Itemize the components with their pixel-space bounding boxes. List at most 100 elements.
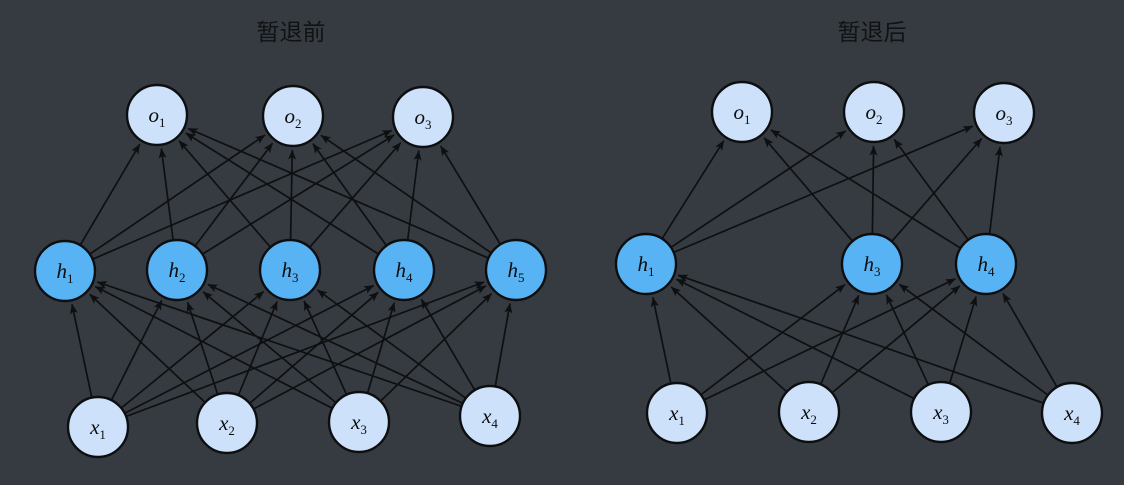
edge-before-x3-h5: [380, 292, 493, 402]
node-circle-before-h4: [372, 238, 436, 302]
edge-before-h1-o1: [79, 143, 141, 245]
edge-before-h3-o3: [309, 142, 402, 248]
edge-after-x3-h1: [675, 278, 914, 399]
edge-before-h3-o1: [178, 140, 271, 248]
node-circle-after-x2: [777, 380, 841, 444]
edge-after-x2-h1: [670, 286, 787, 392]
edge-after-x4-h1: [677, 274, 1043, 404]
edge-before-h1-o2: [90, 134, 266, 255]
panel-title-after-dropout: 暂退后: [837, 19, 907, 45]
node-circle-before-o2: [261, 84, 325, 148]
node-circle-before-x4: [458, 384, 522, 448]
node-circle-after-x4: [1040, 381, 1104, 445]
edge-before-h5-o1: [187, 127, 488, 259]
edge-after-h4-o1: [770, 129, 961, 249]
edge-before-x1-h1: [70, 303, 93, 397]
node-circle-after-h4: [954, 232, 1018, 296]
edge-before-x3-h4: [366, 302, 396, 393]
edge-before-x2-h2: [186, 301, 219, 394]
edge-after-x1-h3: [701, 283, 846, 395]
node-before-h3: h3: [258, 238, 322, 302]
node-before-o1: o1: [125, 83, 189, 147]
node-circle-before-x2: [195, 391, 259, 455]
edge-before-x3-h3: [303, 300, 347, 395]
edge-after-x2-h4: [832, 285, 961, 393]
node-before-h1: h1: [33, 239, 97, 303]
node-circle-before-o1: [125, 83, 189, 147]
edge-after-h1-o2: [671, 130, 847, 248]
edge-after-x3-h4: [949, 296, 978, 383]
node-before-x3: x3: [327, 390, 391, 454]
node-after-o2: o2: [842, 80, 906, 144]
node-after-x1: x1: [645, 381, 709, 445]
edge-before-x2-h4: [249, 291, 379, 404]
node-before-o2: o2: [261, 84, 325, 148]
node-after-x2: x2: [777, 380, 841, 444]
node-before-x4: x4: [458, 384, 522, 448]
node-circle-before-h2: [145, 238, 209, 302]
edge-after-h3-o2: [869, 145, 878, 234]
edge-before-x2-h3: [238, 300, 278, 395]
edge-after-x1-h1: [650, 296, 672, 383]
edge-before-x4-h2: [207, 283, 463, 404]
node-after-o3: o3: [972, 81, 1036, 145]
node-circle-before-o3: [391, 85, 455, 149]
node-circle-after-o1: [710, 80, 774, 144]
node-before-h4: h4: [372, 238, 436, 302]
node-before-h5: h5: [484, 238, 548, 302]
node-circle-after-x1: [645, 381, 709, 445]
node-before-h2: h2: [145, 238, 209, 302]
edge-before-h4-o2: [312, 143, 387, 246]
panel-before: o1 o2 o3 h1 h2 h3 h4 h5 x1 x2 x3 x4: [33, 83, 548, 459]
edge-before-h2-o1: [158, 148, 174, 240]
edge-after-x2-h3: [820, 294, 860, 384]
edge-before-h5-o3: [439, 145, 501, 244]
node-after-h4: h4: [954, 232, 1018, 296]
edge-before-x3-h2: [202, 291, 336, 403]
edge-after-x3-h3: [885, 294, 929, 385]
edge-after-h1-o3: [674, 125, 974, 253]
node-before-o3: o3: [391, 85, 455, 149]
node-after-h3: h3: [840, 232, 904, 296]
edge-before-h4-o1: [185, 132, 379, 255]
node-before-x1: x1: [66, 395, 130, 459]
node-after-x4: x4: [1040, 381, 1104, 445]
edge-before-h1-o3: [93, 129, 393, 260]
node-after-x3: x3: [909, 380, 973, 444]
node-circle-after-h3: [840, 232, 904, 296]
edge-after-x4-h4: [1002, 292, 1058, 387]
edge-after-x1-h4: [704, 278, 956, 401]
edge-before-h5-o2: [320, 134, 491, 254]
edge-before-x4-h1: [96, 281, 461, 407]
edge-after-h1-o1: [661, 140, 725, 239]
edge-before-x1-h3: [121, 290, 265, 409]
edge-before-x4-h5: [494, 303, 513, 386]
edge-before-x3-h1: [94, 285, 332, 409]
edge-before-x4-h4: [420, 298, 476, 390]
edge-before-x4-h3: [316, 289, 466, 399]
node-circle-before-h1: [33, 239, 97, 303]
node-circle-after-o3: [972, 81, 1036, 145]
node-circle-after-x3: [909, 380, 973, 444]
panel-after: o1 o2 o3 h1 h3 h4 x1 x2 x3 x4: [614, 80, 1104, 445]
node-circle-after-h1: [614, 232, 678, 296]
edge-after-h3-o1: [763, 137, 853, 241]
node-circle-before-x3: [327, 390, 391, 454]
node-circle-before-h5: [484, 238, 548, 302]
edge-before-h2-o3: [202, 134, 395, 255]
node-after-h1: h1: [614, 232, 678, 296]
edge-before-x1-h4: [125, 284, 375, 414]
node-circle-after-o2: [842, 80, 906, 144]
edge-before-h3-o2: [288, 149, 297, 240]
edge-before-h2-o2: [195, 142, 274, 246]
node-before-x2: x2: [195, 391, 259, 455]
edge-after-h4-o3: [988, 146, 1003, 234]
edge-after-x4-h3: [898, 283, 1048, 396]
node-circle-before-h3: [258, 238, 322, 302]
node-after-o1: o1: [710, 80, 774, 144]
edge-after-h4-o2: [893, 138, 969, 240]
node-circle-before-x1: [66, 395, 130, 459]
panel-title-before-dropout: 暂退前: [256, 19, 326, 45]
